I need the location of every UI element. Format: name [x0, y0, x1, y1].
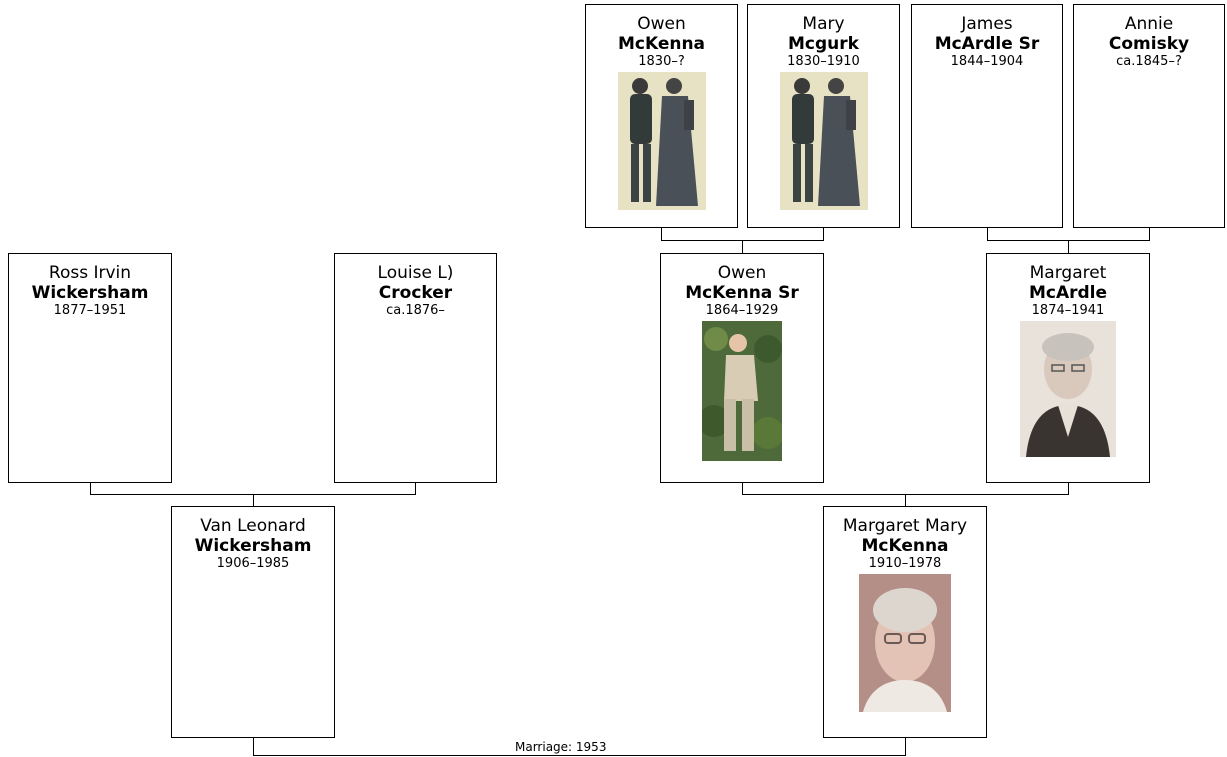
person-card-owen-mckenna-sr[interactable]: Owen McKenna Sr 1864–1929: [660, 253, 824, 483]
life-dates: 1910–1978: [868, 556, 942, 571]
surname: Wickersham: [194, 536, 312, 556]
surname: McArdle: [1028, 283, 1108, 303]
life-dates: 1830–?: [638, 54, 685, 69]
life-dates: 1874–1941: [1031, 303, 1105, 318]
portrait-photo: [702, 321, 782, 461]
surname: McKenna Sr: [685, 283, 799, 303]
life-dates: ca.1845–?: [1116, 54, 1182, 69]
surname: Comisky: [1108, 34, 1190, 54]
person-card-annie-comisky[interactable]: Annie Comisky ca.1845–?: [1073, 4, 1225, 228]
person-card-margaret-mary-mckenna[interactable]: Margaret Mary McKenna 1910–1978: [823, 506, 987, 738]
connector-line: [987, 227, 988, 240]
surname: Crocker: [378, 283, 453, 303]
life-dates: 1877–1951: [53, 303, 127, 318]
marriage-line: [253, 755, 906, 756]
connector-line: [742, 482, 743, 494]
marriage-label: Marriage: 1953: [512, 740, 610, 754]
person-card-margaret-mcardle[interactable]: Margaret McArdle 1874–1941: [986, 253, 1150, 483]
person-card-louise-crocker[interactable]: Louise L) Crocker ca.1876–: [334, 253, 497, 483]
connector-line: [90, 482, 91, 494]
life-dates: 1906–1985: [216, 556, 290, 571]
life-dates: 1864–1929: [705, 303, 779, 318]
person-card-james-mcardle-sr[interactable]: James McArdle Sr 1844–1904: [911, 4, 1063, 228]
person-card-van-leonard-wickersham[interactable]: Van Leonard Wickersham 1906–1985: [171, 506, 335, 738]
surname: McKenna: [861, 536, 949, 556]
given-name: Margaret Mary: [842, 516, 968, 536]
given-name: Owen: [637, 14, 686, 34]
given-name: Louise L): [377, 263, 454, 283]
connector-line: [823, 227, 824, 240]
life-dates: 1844–1904: [950, 54, 1024, 69]
connector-line: [742, 240, 743, 253]
person-card-mary-mcgurk[interactable]: Mary Mcgurk 1830–1910: [747, 4, 900, 228]
given-name: Annie: [1124, 14, 1174, 34]
life-dates: 1830–1910: [787, 54, 860, 69]
portrait-photo: [859, 574, 951, 712]
portrait-photo: [779, 72, 868, 210]
connector-line: [661, 227, 662, 240]
person-card-ross-irvin-wickersham[interactable]: Ross Irvin Wickersham 1877–1951: [8, 253, 172, 483]
surname: McKenna: [617, 34, 706, 54]
given-name: James: [961, 14, 1013, 34]
connector-line: [253, 494, 254, 506]
marriage-line: [905, 737, 906, 755]
surname: Mcgurk: [788, 34, 859, 54]
connector-line: [415, 482, 416, 494]
given-name: Van Leonard: [200, 516, 306, 536]
life-dates: ca.1876–: [386, 303, 445, 318]
connector-line: [1068, 240, 1069, 253]
given-name: Owen: [717, 263, 767, 283]
connector-line: [1068, 482, 1069, 494]
connector-line: [905, 494, 906, 506]
person-card-owen-mckenna[interactable]: Owen McKenna 1830–?: [585, 4, 738, 228]
surname: McArdle Sr: [934, 34, 1040, 54]
connector-line: [1149, 227, 1150, 240]
marriage-line: [253, 737, 254, 755]
given-name: Ross Irvin: [48, 263, 132, 283]
portrait-photo: [617, 72, 706, 210]
surname: Wickersham: [31, 283, 149, 303]
given-name: Margaret: [1029, 263, 1107, 283]
given-name: Mary: [802, 14, 845, 34]
portrait-photo: [1020, 321, 1116, 457]
